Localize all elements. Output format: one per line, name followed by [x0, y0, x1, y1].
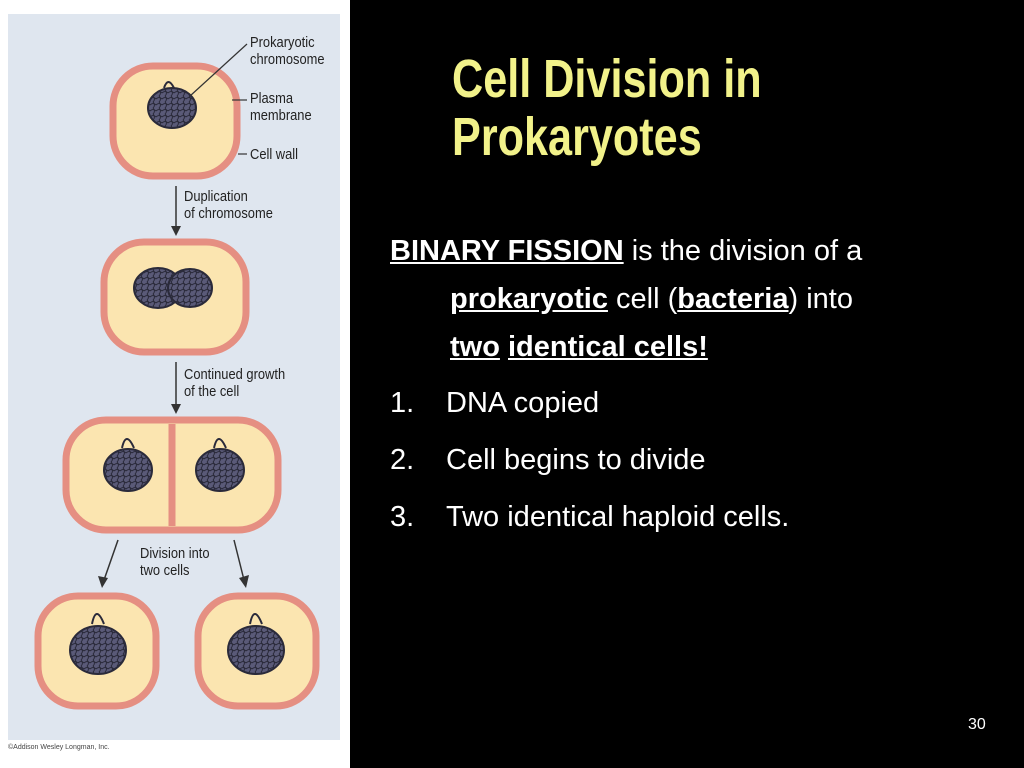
step-text: DNA copied: [446, 387, 600, 419]
chromosome-icon: [195, 448, 245, 492]
cell-stage-1: [109, 62, 241, 180]
term-prokaryotic: prokaryotic: [450, 283, 608, 315]
label-prokaryotic-chromosome: Prokaryotic chromosome: [250, 34, 325, 68]
slide-body: BINARY FISSION is the division of a prok…: [390, 227, 910, 550]
definition-text-4: [500, 331, 508, 363]
cell-stage-4-left: [34, 592, 160, 710]
chromosome-icon: [147, 87, 197, 129]
arrow-down-icon: [171, 226, 181, 236]
step-number: 1.: [390, 387, 415, 419]
step-item: 2. Cell begins to divide: [390, 436, 910, 484]
label-duplication: Duplication of chromosome: [184, 188, 273, 222]
process-arrows: [98, 186, 249, 588]
slide-title: Cell Division in Prokaryotes: [452, 50, 762, 166]
step-item: 1. DNA copied: [390, 379, 910, 427]
step-number: 2.: [390, 444, 415, 476]
definition-text-3: ) into: [788, 283, 853, 315]
cell-stage-4-right: [194, 592, 320, 710]
title-line-2: Prokaryotes: [452, 107, 702, 167]
title-line-1: Cell Division in: [452, 49, 762, 109]
step-number: 3.: [390, 501, 415, 533]
figure-drawing: [8, 14, 340, 740]
binary-fission-definition: BINARY FISSION is the division of a prok…: [390, 227, 910, 371]
cell-stage-2: [100, 238, 250, 356]
label-division: Division into two cells: [140, 545, 210, 579]
label-cell-wall: Cell wall: [250, 146, 299, 163]
arrow-down-right-icon: [239, 575, 249, 588]
term-identical-cells: identical cells!: [508, 331, 708, 363]
arrow-down-icon: [171, 404, 181, 414]
chromosome-icon: [167, 268, 213, 308]
term-bacteria: bacteria: [677, 283, 789, 315]
arrow-down-left-icon: [98, 576, 108, 588]
label-continued-growth: Continued growth of the cell: [184, 366, 286, 400]
chromosome-icon: [69, 625, 127, 675]
step-item: 3. Two identical haploid cells.: [390, 493, 910, 541]
chromosome-icon: [103, 448, 153, 492]
cell-stage-3: [62, 416, 282, 534]
chromosome-icon: [227, 625, 285, 675]
definition-text-2: cell (: [607, 283, 678, 315]
label-leaders: [189, 43, 248, 155]
step-text: Two identical haploid cells.: [446, 501, 790, 533]
page-number: 30: [968, 716, 986, 733]
copyright-notice: ©Addison Wesley Longman, Inc.: [8, 744, 110, 751]
label-plasma-membrane: Plasma membrane: [250, 90, 312, 124]
step-text: Cell begins to divide: [446, 444, 706, 476]
binary-fission-figure: Prokaryotic chromosome Plasma membrane C…: [0, 0, 350, 768]
term-binary-fission: BINARY FISSION: [390, 235, 624, 267]
term-two: two: [450, 331, 500, 363]
definition-text-1: is the division of a: [623, 235, 863, 267]
